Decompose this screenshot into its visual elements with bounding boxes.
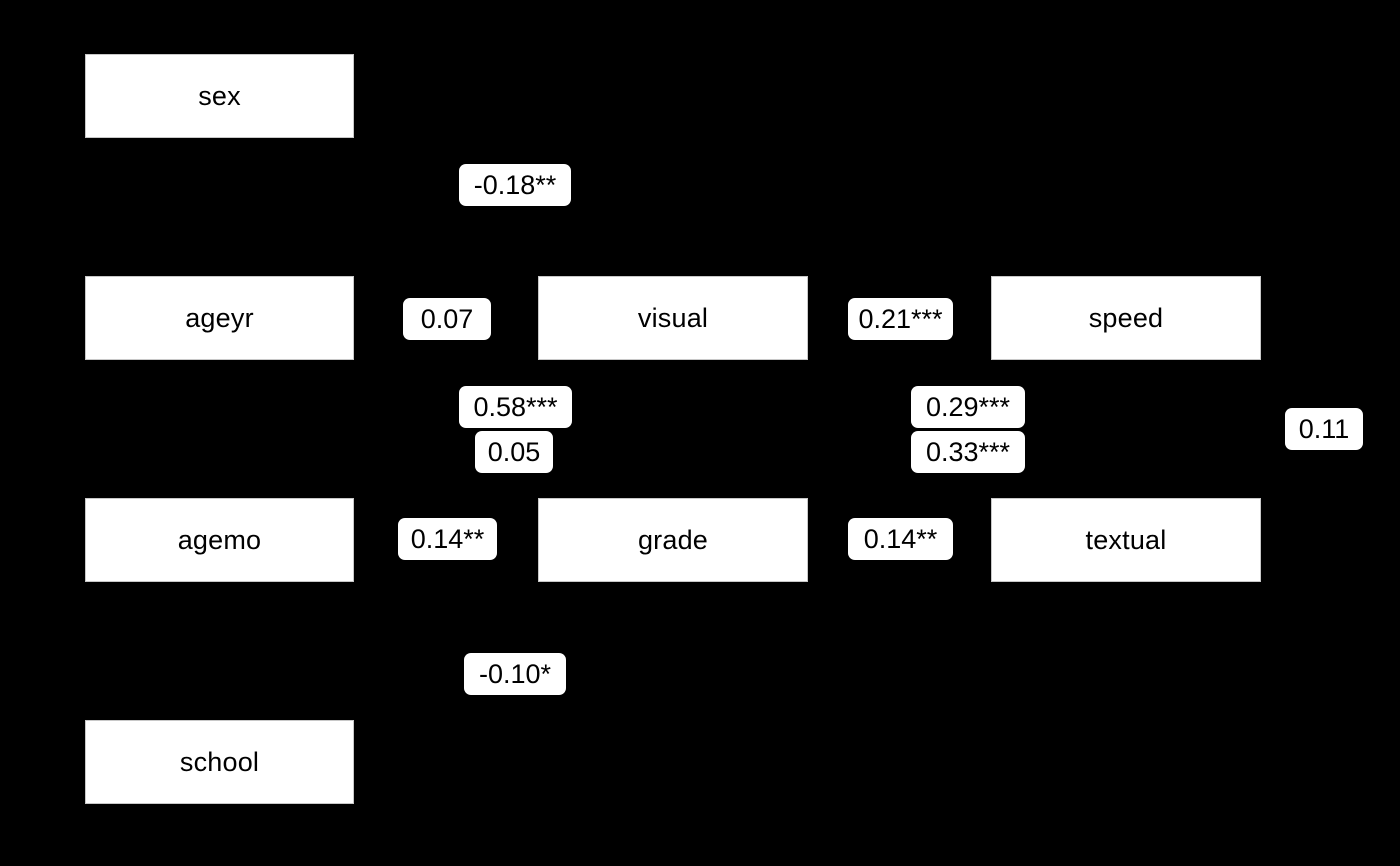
node-label: textual	[1085, 524, 1167, 555]
edge-label-text: 0.58***	[473, 391, 558, 422]
node-textual[interactable]: textual	[991, 498, 1261, 582]
node-grade[interactable]: grade	[538, 498, 808, 582]
edge-label-agemo-visual: 0.05	[475, 431, 553, 473]
node-label: ageyr	[185, 302, 254, 333]
node-school[interactable]: school	[85, 720, 354, 804]
node-label: sex	[198, 80, 241, 111]
edge-label-ageyr-grade: 0.58***	[459, 386, 572, 428]
node-label: grade	[637, 524, 709, 555]
edge-label-text: 0.07	[420, 303, 474, 334]
edge-label-text: -0.18**	[473, 169, 557, 200]
edge-label-grade-speed: 0.29***	[911, 386, 1025, 428]
node-label: speed	[1088, 302, 1164, 333]
node-speed[interactable]: speed	[991, 276, 1261, 360]
edge-label-text: 0.21***	[858, 303, 943, 334]
edge-label-text: -0.10*	[478, 658, 552, 689]
edge-label-text: 0.05	[487, 436, 541, 467]
edge-label-speed-textual: 0.11	[1285, 408, 1363, 450]
node-label: agemo	[177, 524, 262, 555]
edge-label-text: 0.14**	[410, 523, 485, 554]
node-sex[interactable]: sex	[85, 54, 354, 138]
edge-label-grade-textual: 0.14**	[848, 518, 953, 560]
node-agemo[interactable]: agemo	[85, 498, 354, 582]
edge-label-ageyr-visual: 0.07	[403, 298, 491, 340]
edge-label-visual-speed: 0.21***	[848, 298, 953, 340]
edge-label-visual-textual: 0.33***	[911, 431, 1025, 473]
node-ageyr[interactable]: ageyr	[85, 276, 354, 360]
node-label: school	[179, 746, 260, 777]
edge-label-text: 0.14**	[863, 523, 938, 554]
edge-label-text: 0.11	[1298, 413, 1350, 444]
node-visual[interactable]: visual	[538, 276, 808, 360]
edge-label-text: 0.33***	[925, 436, 1011, 467]
edge-label-sex-visual: -0.18**	[459, 164, 571, 206]
node-label: visual	[637, 302, 709, 333]
edge-label-agemo-grade: 0.14**	[398, 518, 497, 560]
edge-label-text: 0.29***	[925, 391, 1011, 422]
edge-label-school-grade: -0.10*	[464, 653, 566, 695]
